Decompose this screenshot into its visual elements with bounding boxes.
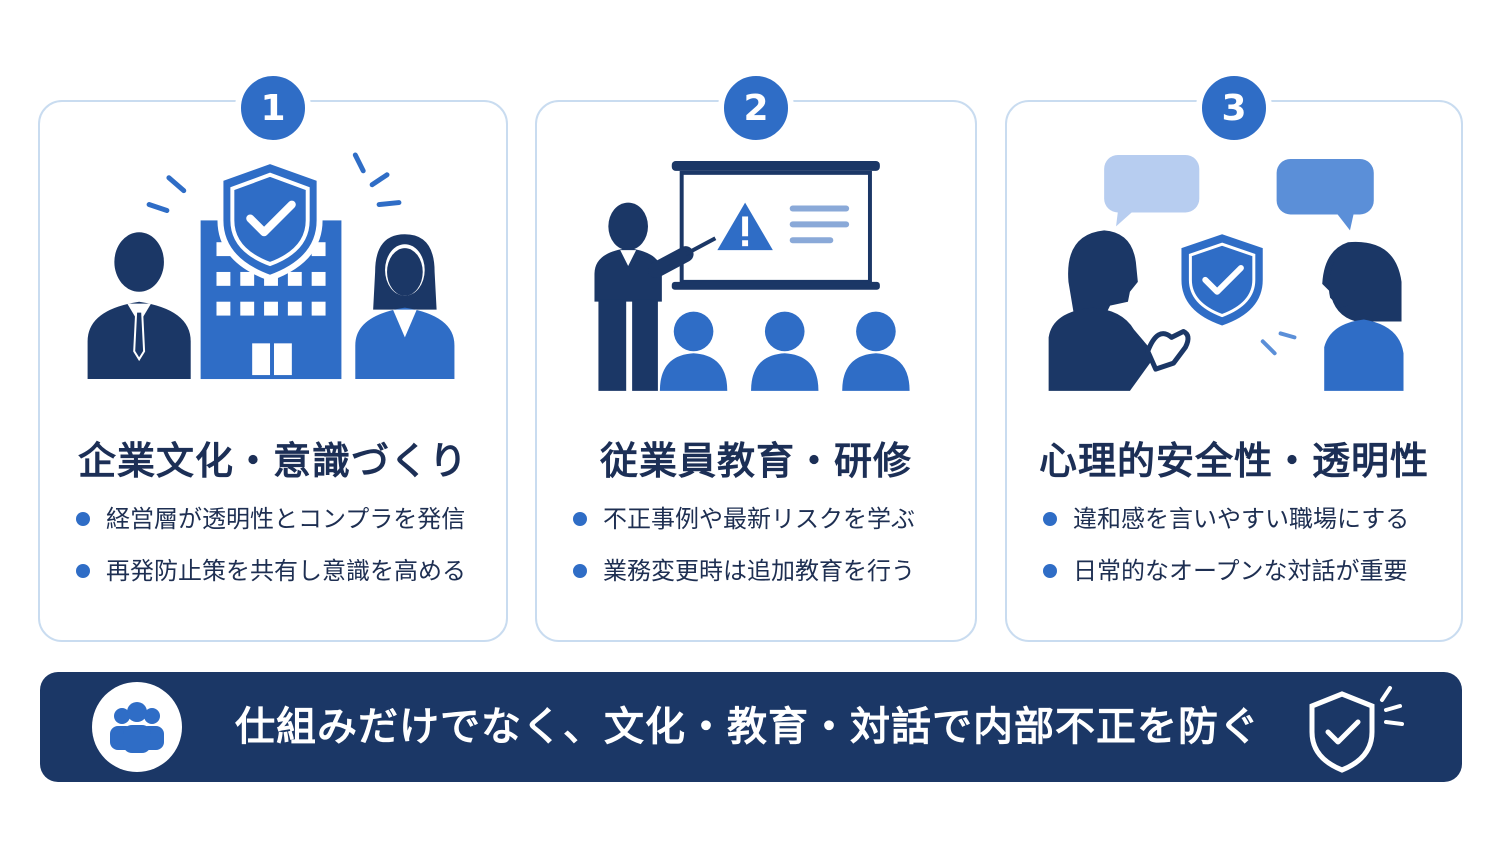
bullet-item: 日常的なオープンな対話が重要 — [1043, 558, 1451, 584]
bullet-text: 経営層が透明性とコンプラを発信 — [106, 505, 466, 533]
card-title-1: 企業文化・意識づくり — [77, 439, 468, 483]
bullet-dot-icon — [76, 512, 90, 526]
bullet-list-1: 経営層が透明性とコンプラを発信 再発防止策を共有し意識を高める — [76, 506, 496, 610]
presenter-training-warning-icon — [594, 160, 910, 391]
executives-with-building-shield-icon — [87, 152, 455, 380]
bullet-dot-icon — [573, 564, 587, 578]
group-people-icon — [110, 702, 164, 753]
dialogue-speech-bubbles-shield-icon — [1048, 154, 1404, 391]
step-number-badge-2: 2 — [718, 70, 794, 146]
bullet-item: 再発防止策を共有し意識を高める — [76, 558, 496, 584]
shield-check-icon — [1309, 686, 1404, 773]
banner-icon-wrapper — [92, 682, 182, 772]
step-number-badge-1: 1 — [235, 70, 311, 146]
bullet-item: 不正事例や最新リスクを学ぶ — [573, 506, 965, 532]
bullet-item: 経営層が透明性とコンプラを発信 — [76, 506, 496, 532]
bullet-list-3: 違和感を言いやすい職場にする 日常的なオープンな対話が重要 — [1043, 506, 1451, 610]
step-card-3: 3 心理的安全性・透明性 違和感を言いやすい職場にする 日常的なオープンな対話が… — [1005, 70, 1463, 642]
bullet-dot-icon — [1043, 564, 1057, 578]
step-card-2: 2 従業員教育・研修 不正事例や最新リスクを学ぶ 業務変更時は追加教育を行う — [535, 70, 977, 642]
card-title-2: 従業員教育・研修 — [599, 439, 912, 483]
step-number-badge-3: 3 — [1196, 70, 1272, 146]
bullet-dot-icon — [76, 564, 90, 578]
bullet-item: 違和感を言いやすい職場にする — [1043, 506, 1451, 532]
bullet-list-2: 不正事例や最新リスクを学ぶ 業務変更時は追加教育を行う — [573, 506, 965, 610]
bullet-text: 再発防止策を共有し意識を高める — [106, 557, 466, 585]
bullet-text: 不正事例や最新リスクを学ぶ — [603, 505, 915, 533]
card-title-3: 心理的安全性・透明性 — [1038, 439, 1429, 483]
banner-message: 仕組みだけでなく、文化・教育・対話で内部不正を防ぐ — [235, 704, 1260, 750]
summary-banner: 仕組みだけでなく、文化・教育・対話で内部不正を防ぐ — [40, 672, 1462, 782]
bullet-text: 日常的なオープンな対話が重要 — [1073, 557, 1408, 585]
step-card-1: 1 — [38, 70, 508, 642]
bullet-dot-icon — [1043, 512, 1057, 526]
bullet-dot-icon — [573, 512, 587, 526]
bullet-item: 業務変更時は追加教育を行う — [573, 558, 965, 584]
bullet-text: 業務変更時は追加教育を行う — [603, 557, 915, 585]
bullet-text: 違和感を言いやすい職場にする — [1073, 505, 1410, 533]
